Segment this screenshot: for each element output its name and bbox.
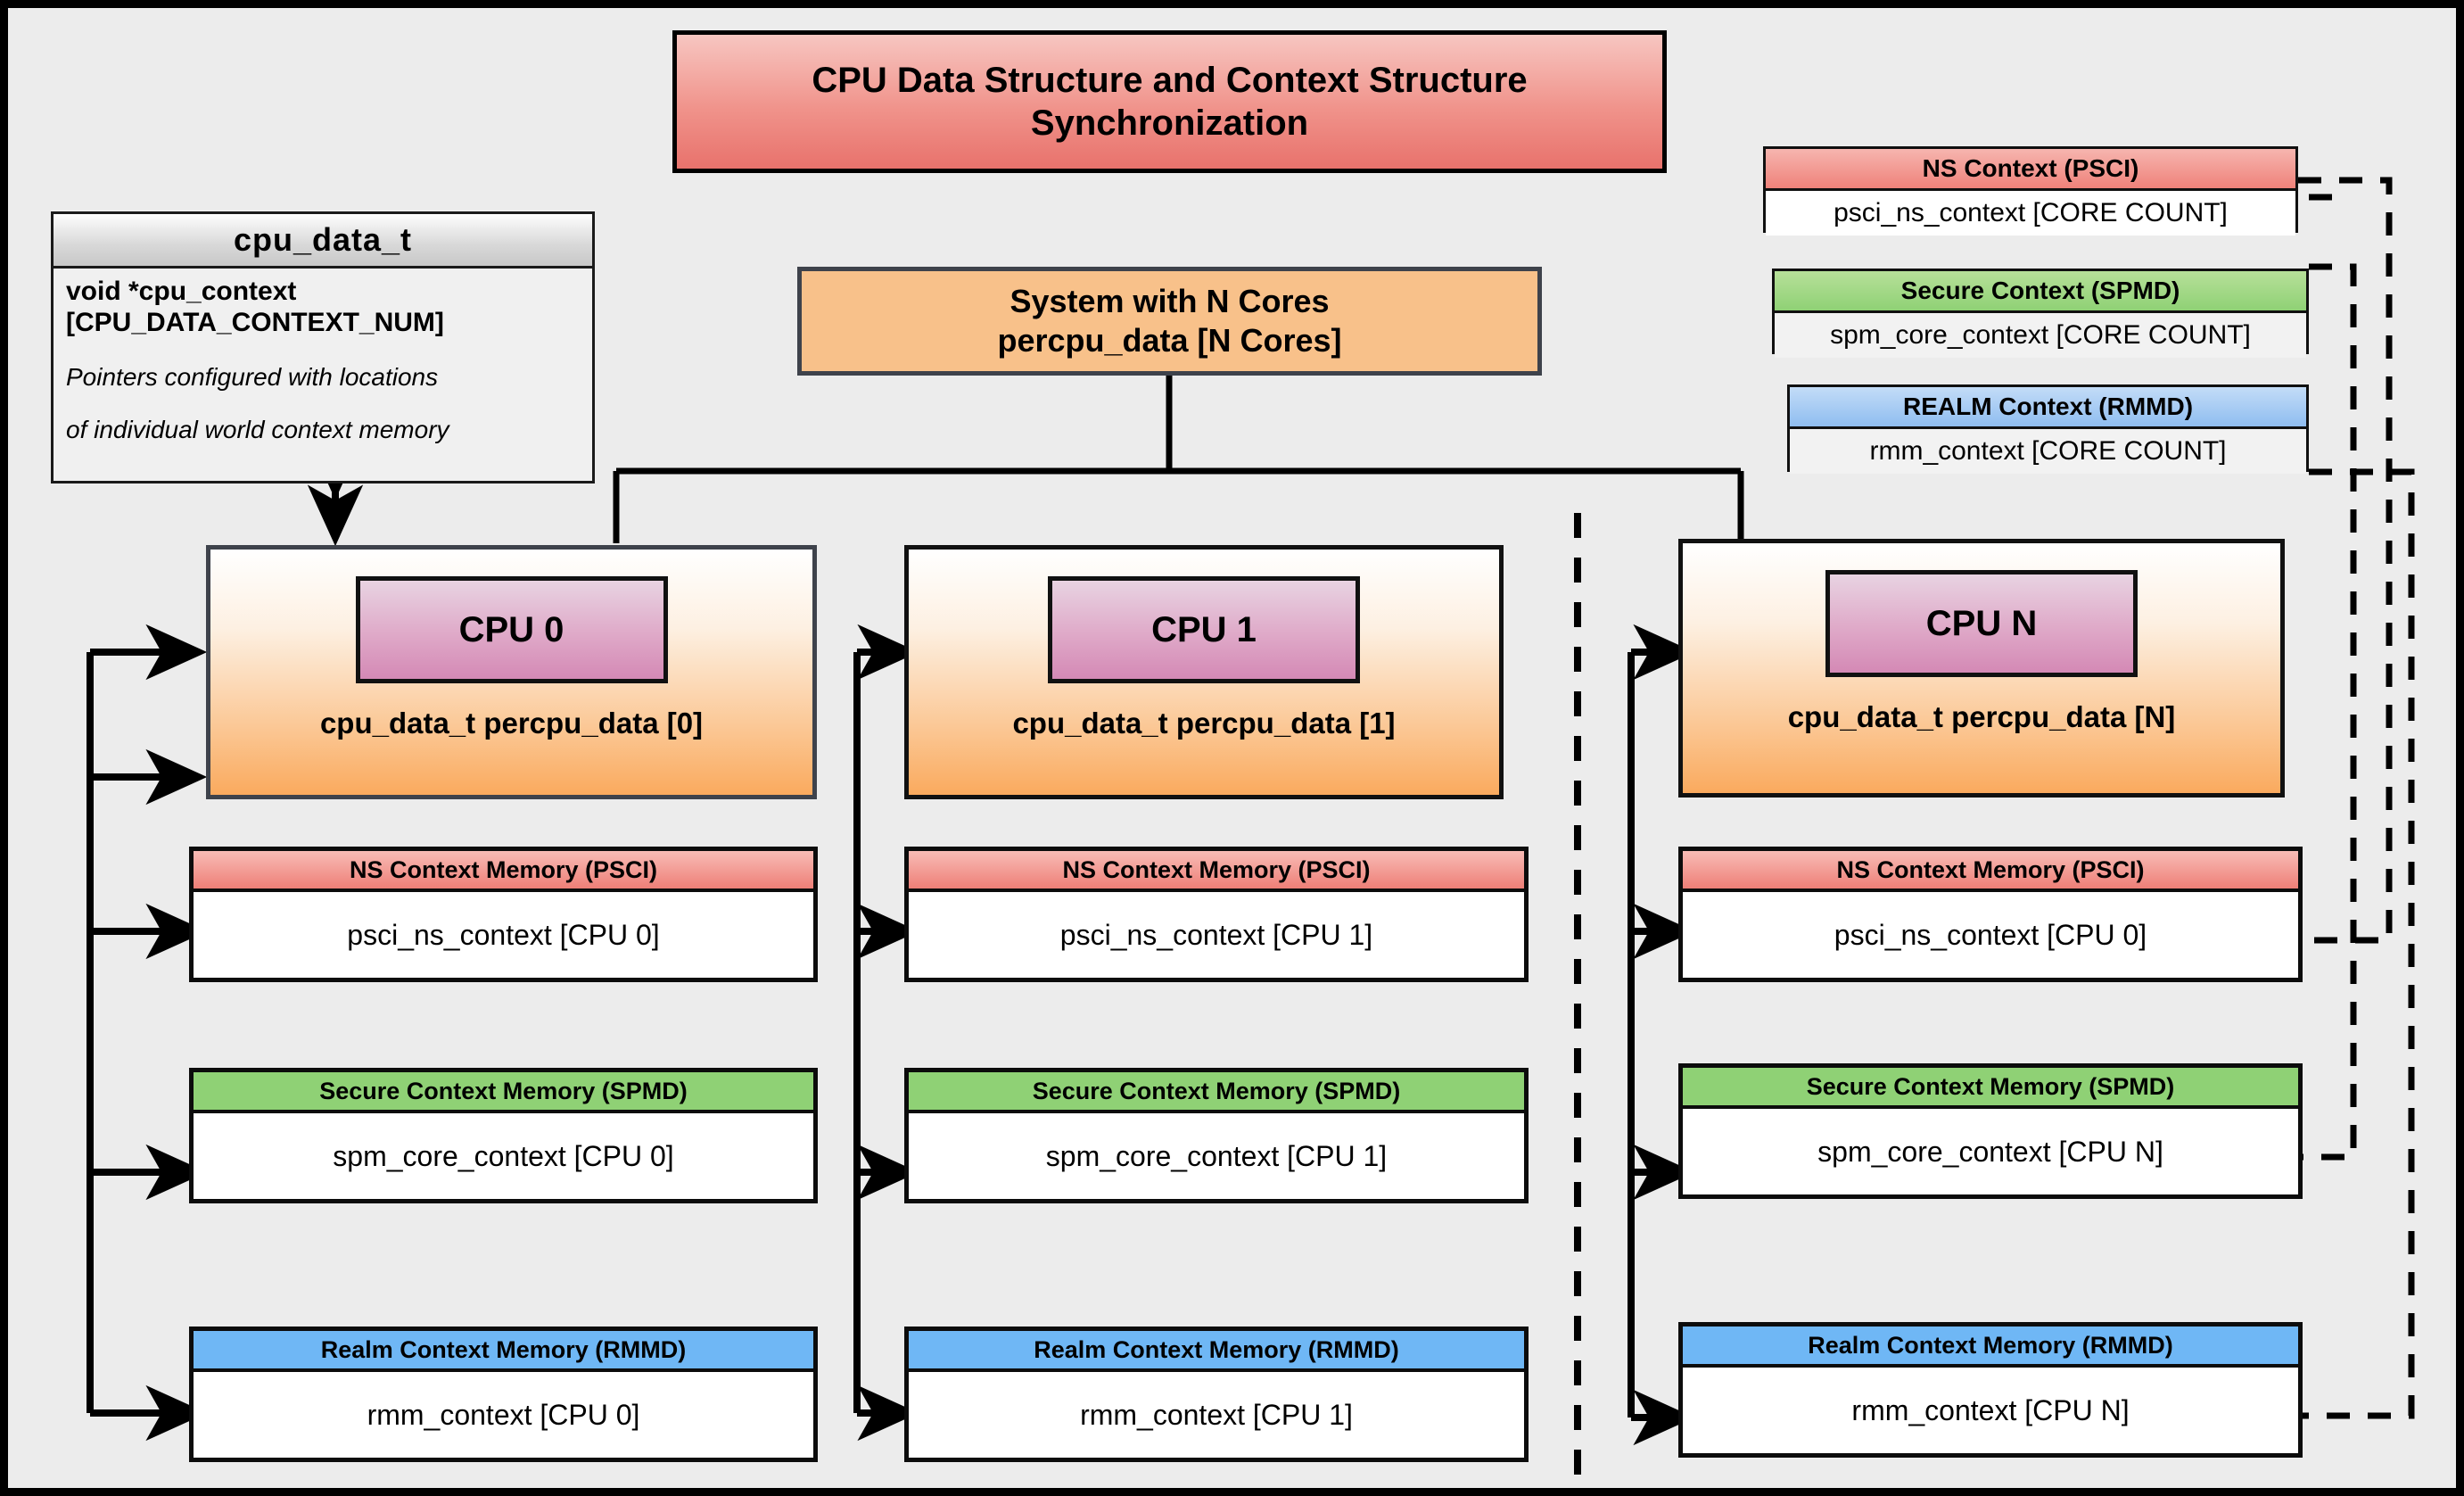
cpu-card-label-0: cpu_data_t percpu_data [0] xyxy=(319,707,704,740)
ctx-ns-header-n: NS Context Memory (PSCI) xyxy=(1683,851,2298,892)
system-line2: percpu_data [N Cores] xyxy=(997,322,1342,359)
ctx-secure-header-n: Secure Context Memory (SPMD) xyxy=(1683,1068,2298,1109)
ctx-ns-0[interactable]: NS Context Memory (PSCI) psci_ns_context… xyxy=(189,847,818,982)
cpu-data-t-struct-box: cpu_data_t void *cpu_context [CPU_DATA_C… xyxy=(51,211,595,484)
ctx-realm-body-n: rmm_context [CPU N] xyxy=(1683,1368,2298,1453)
struct-body: void *cpu_context [CPU_DATA_CONTEXT_NUM]… xyxy=(54,269,592,445)
ctx-realm-0[interactable]: Realm Context Memory (RMMD) rmm_context … xyxy=(189,1327,818,1462)
cpu-card-label-1: cpu_data_t percpu_data [1] xyxy=(1012,707,1396,740)
cpu-card-0[interactable]: CPU 0 cpu_data_t percpu_data [0] xyxy=(206,545,817,799)
page-title: CPU Data Structure and Context Structure… xyxy=(672,30,1667,173)
ctx-ns-body-0: psci_ns_context [CPU 0] xyxy=(194,892,813,978)
legend-ns-context-box: NS Context (PSCI) psci_ns_context [CORE … xyxy=(1763,146,2298,236)
legend-secure-header: Secure Context (SPMD) xyxy=(1775,271,2306,313)
legend-secure-body: spm_core_context [CORE COUNT] xyxy=(1775,313,2306,358)
struct-field-line2: [CPU_DATA_CONTEXT_NUM] xyxy=(66,308,444,338)
cpu-badge-0: CPU 0 xyxy=(355,576,668,683)
ctx-realm-1[interactable]: Realm Context Memory (RMMD) rmm_context … xyxy=(904,1327,1529,1462)
legend-realm-header: REALM Context (RMMD) xyxy=(1790,387,2306,429)
struct-note-line1: Pointers configured with locations xyxy=(66,362,439,391)
cpu-card-label-n: cpu_data_t percpu_data [N] xyxy=(1787,700,2176,733)
legend-ns-body: psci_ns_context [CORE COUNT] xyxy=(1766,191,2295,236)
struct-field-line1: void *cpu_context xyxy=(66,277,297,306)
ctx-ns-header-1: NS Context Memory (PSCI) xyxy=(909,851,1524,892)
ctx-realm-header-n: Realm Context Memory (RMMD) xyxy=(1683,1327,2298,1368)
ctx-secure-0[interactable]: Secure Context Memory (SPMD) spm_core_co… xyxy=(189,1068,818,1203)
ctx-realm-body-0: rmm_context [CPU 0] xyxy=(194,1372,813,1458)
cpu-badge-n: CPU N xyxy=(1825,570,2138,677)
ctx-realm-header-1: Realm Context Memory (RMMD) xyxy=(909,1331,1524,1372)
legend-realm-body: rmm_context [CORE COUNT] xyxy=(1790,429,2306,474)
system-overview-box: System with N Cores percpu_data [N Cores… xyxy=(797,267,1542,376)
ctx-ns-body-1: psci_ns_context [CPU 1] xyxy=(909,892,1524,978)
ctx-ns-1[interactable]: NS Context Memory (PSCI) psci_ns_context… xyxy=(904,847,1529,982)
ctx-ns-body-n: psci_ns_context [CPU 0] xyxy=(1683,892,2298,978)
struct-title: cpu_data_t xyxy=(54,214,592,269)
ctx-realm-body-1: rmm_context [CPU 1] xyxy=(909,1372,1524,1458)
struct-note-line2: of individual world context memory xyxy=(66,416,449,444)
legend-secure-context-box: Secure Context (SPMD) spm_core_context [… xyxy=(1772,269,2309,358)
legend-ns-header: NS Context (PSCI) xyxy=(1766,149,2295,191)
ctx-realm-n[interactable]: Realm Context Memory (RMMD) rmm_context … xyxy=(1678,1322,2303,1458)
ctx-ns-n[interactable]: NS Context Memory (PSCI) psci_ns_context… xyxy=(1678,847,2303,982)
cpu-card-1[interactable]: CPU 1 cpu_data_t percpu_data [1] xyxy=(904,545,1504,799)
cpu-badge-1: CPU 1 xyxy=(1048,576,1360,683)
system-line1: System with N Cores xyxy=(1009,283,1330,320)
ctx-ns-header-0: NS Context Memory (PSCI) xyxy=(194,851,813,892)
cpu-card-n[interactable]: CPU N cpu_data_t percpu_data [N] xyxy=(1678,539,2285,798)
ctx-secure-header-0: Secure Context Memory (SPMD) xyxy=(194,1072,813,1113)
ctx-secure-body-n: spm_core_context [CPU N] xyxy=(1683,1109,2298,1194)
page-title-text: CPU Data Structure and Context Structure… xyxy=(812,61,1528,143)
ctx-secure-n[interactable]: Secure Context Memory (SPMD) spm_core_co… xyxy=(1678,1063,2303,1199)
ctx-secure-body-0: spm_core_context [CPU 0] xyxy=(194,1113,813,1199)
ctx-secure-1[interactable]: Secure Context Memory (SPMD) spm_core_co… xyxy=(904,1068,1529,1203)
ctx-realm-header-0: Realm Context Memory (RMMD) xyxy=(194,1331,813,1372)
ctx-secure-body-1: spm_core_context [CPU 1] xyxy=(909,1113,1524,1199)
ctx-secure-header-1: Secure Context Memory (SPMD) xyxy=(909,1072,1524,1113)
legend-realm-context-box: REALM Context (RMMD) rmm_context [CORE C… xyxy=(1787,384,2309,474)
